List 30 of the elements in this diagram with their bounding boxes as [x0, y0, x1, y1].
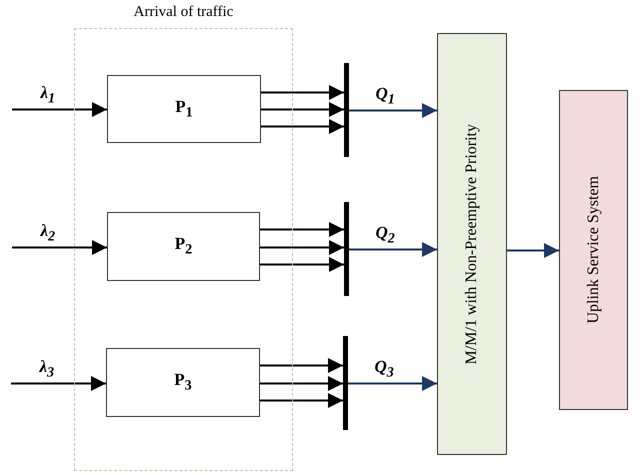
- process-box: [107, 75, 261, 143]
- arrow: [349, 242, 437, 257]
- group-heading: Arrival of traffic: [132, 4, 234, 21]
- arrow: [260, 222, 344, 237]
- arrow: [11, 376, 106, 391]
- arrow: [12, 240, 107, 255]
- process-label: P$_{3}$: [174, 370, 192, 395]
- arrow: [260, 393, 343, 408]
- service-box: [559, 90, 628, 410]
- arrow: [260, 358, 343, 373]
- arrow: [260, 257, 344, 272]
- process-box: [107, 212, 260, 281]
- process-label: P$_{1}$: [175, 96, 193, 122]
- arrow: [261, 85, 344, 100]
- service-box: [437, 33, 507, 455]
- arrow: [12, 102, 107, 117]
- arrow: [349, 103, 437, 118]
- arrow: [260, 376, 343, 391]
- queue-bar: [343, 336, 348, 430]
- arrow: [260, 240, 344, 255]
- arrow: [507, 243, 559, 258]
- queue-bar: [344, 202, 349, 296]
- queue-bar: [344, 63, 349, 157]
- arrow: [348, 376, 437, 391]
- process-box: [106, 348, 260, 417]
- service-label: Uplink Service System: [584, 176, 602, 324]
- process-label: P$_{2}$: [174, 234, 192, 259]
- arrow: [261, 119, 344, 134]
- service-label: M/M/1 with Non-Preemptive Priority: [463, 124, 481, 364]
- arrow: [261, 102, 344, 117]
